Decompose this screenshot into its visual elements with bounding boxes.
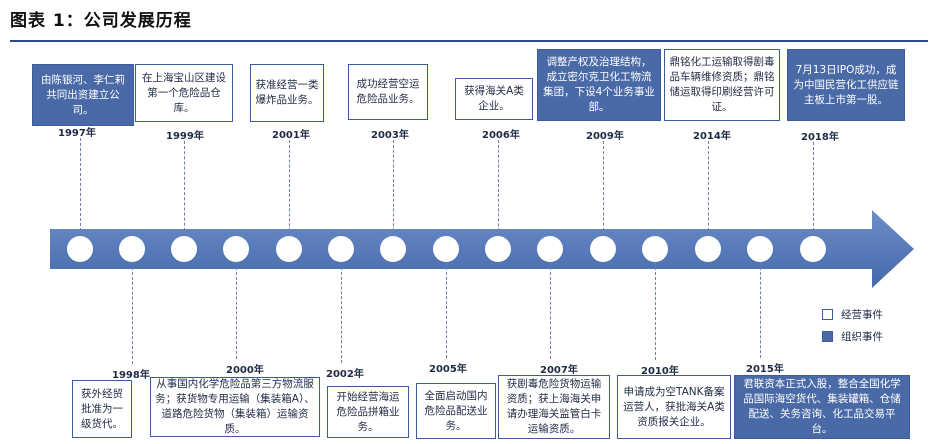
event-year: 2006年 [482,130,520,141]
connector-line [708,141,709,236]
event-box: 调整产权及治理结构，成立密尔克卫化工物流集团，下设4个业务事业部。 [537,49,661,121]
legend-item-operation: 经营事件 [822,306,883,322]
connector-line [446,262,447,358]
connector-line [80,138,81,236]
timeline-dot [433,236,459,262]
connector-line [760,262,761,358]
event-year: 2001年 [272,130,310,141]
event-year: 2009年 [586,131,624,142]
event-year: 2002年 [326,369,364,380]
event-text: 调整产权及治理结构，成立密尔克卫化工物流集团，下设4个业务事业部。 [543,56,655,113]
connector-line [289,140,290,236]
timeline-dot [67,236,93,262]
timeline-dot [276,236,302,262]
event-text: 在上海宝山区建设第一个危险品仓库。 [142,71,226,114]
event-box: 在上海宝山区建设第一个危险品仓库。 [135,64,233,122]
event-year: 2000年 [226,365,264,376]
timeline-dot [485,236,511,262]
timeline-dot [328,236,354,262]
event-box: 鼎铭化工运输取得剧毒品车辆维修资质；鼎铭储运取得印刷经营许可证。 [664,49,780,121]
event-year: 2010年 [641,366,679,377]
event-year: 1997年 [58,128,96,139]
event-year: 2015年 [746,364,784,375]
event-box: 君联资本正式入股，整合全国化学品国际海空货代、集装罐箱、仓储配送、关务咨询、化工… [734,375,910,439]
event-year: 2007年 [540,365,578,376]
connector-line [393,140,394,236]
event-text: 鼎铭化工运输取得剧毒品车辆维修资质；鼎铭储运取得印刷经营许可证。 [669,56,775,113]
connector-line [236,262,237,359]
event-text: 获准经营一类爆炸品业务。 [255,79,319,106]
event-box: 开始经营海运危险品拼箱业务。 [327,386,409,438]
legend-label-organization: 组织事件 [841,330,883,343]
legend-item-organization: 组织事件 [822,328,883,344]
timeline-dot [119,236,145,262]
legend: 经营事件 组织事件 [822,306,883,350]
event-text: 由陈银河、李仁莉共同出资建立公司。 [41,73,125,116]
timeline-arrow-shape [50,210,914,288]
timeline-dot [380,236,406,262]
timeline-dot [590,236,616,262]
event-box: 全面启动国内危险品配送业务。 [416,383,496,439]
event-text: 开始经营海运危险品拼箱业务。 [336,390,400,433]
figure-title: 图表 1：公司发展历程 [10,11,192,31]
event-year: 2003年 [371,130,409,141]
connector-line [498,140,499,236]
event-text: 成功经营空运危险品业务。 [356,78,420,105]
event-year: 1999年 [166,131,204,142]
event-year: 2005年 [429,364,467,375]
timeline-dot [800,236,826,262]
connector-line [603,141,604,236]
event-text: 君联资本正式入股，整合全国化学品国际海空货代、集装罐箱、仓储配送、关务咨询、化工… [743,378,901,435]
event-box: 成功经营空运危险品业务。 [348,64,428,120]
timeline-dot [171,236,197,262]
connector-line [655,262,656,360]
legend-swatch-operation [822,308,833,320]
event-box: 申请成为空TANK备案运营人，获批海关A类资质报关企业。 [617,375,731,439]
timeline-dot [642,236,668,262]
legend-label-operation: 经营事件 [841,308,883,321]
event-text: 获外经贸批准为一级货代。 [81,387,123,430]
timeline-dot [747,236,773,262]
event-text: 全面启动国内危险品配送业务。 [424,389,488,432]
event-box: 获准经营一类爆炸品业务。 [250,64,324,122]
connector-line [184,141,185,236]
event-box: 7月13日IPO成功，成为中国民营化工供应链主板上市第一股。 [787,49,905,121]
event-text: 从事国内化学危险品第三方物流服务；获货物专用运输（集装箱A）、道路危险货物（集装… [155,378,315,435]
event-year: 2018年 [801,132,839,143]
event-text: 获得海关A类企业。 [464,85,524,112]
connector-line [550,262,551,359]
event-text: 申请成为空TANK备案运营人，获批海关A类资质报关企业。 [623,385,725,428]
timeline-dot [695,236,721,262]
legend-swatch-organization [822,330,833,342]
connector-line [813,142,814,236]
event-text: 7月13日IPO成功，成为中国民营化工供应链主板上市第一股。 [793,63,899,106]
event-box: 获外经贸批准为一级货代。 [72,380,132,438]
connector-line [132,262,133,364]
event-year: 2014年 [693,131,731,142]
connector-line [341,262,342,363]
event-text: 获剧毒危险货物运输资质；获上海海关申请办理海关监管白卡运输资质。 [506,378,602,435]
event-box: 获得海关A类企业。 [455,78,533,120]
title-rule [10,40,928,42]
event-box: 获剧毒危险货物运输资质；获上海海关申请办理海关监管白卡运输资质。 [498,375,610,439]
event-year: 1998年 [112,370,150,381]
timeline-dot [223,236,249,262]
event-box: 由陈银河、李仁莉共同出资建立公司。 [32,64,134,126]
timeline-dot [537,236,563,262]
event-box: 从事国内化学危险品第三方物流服务；获货物专用运输（集装箱A）、道路危险货物（集装… [150,377,320,437]
